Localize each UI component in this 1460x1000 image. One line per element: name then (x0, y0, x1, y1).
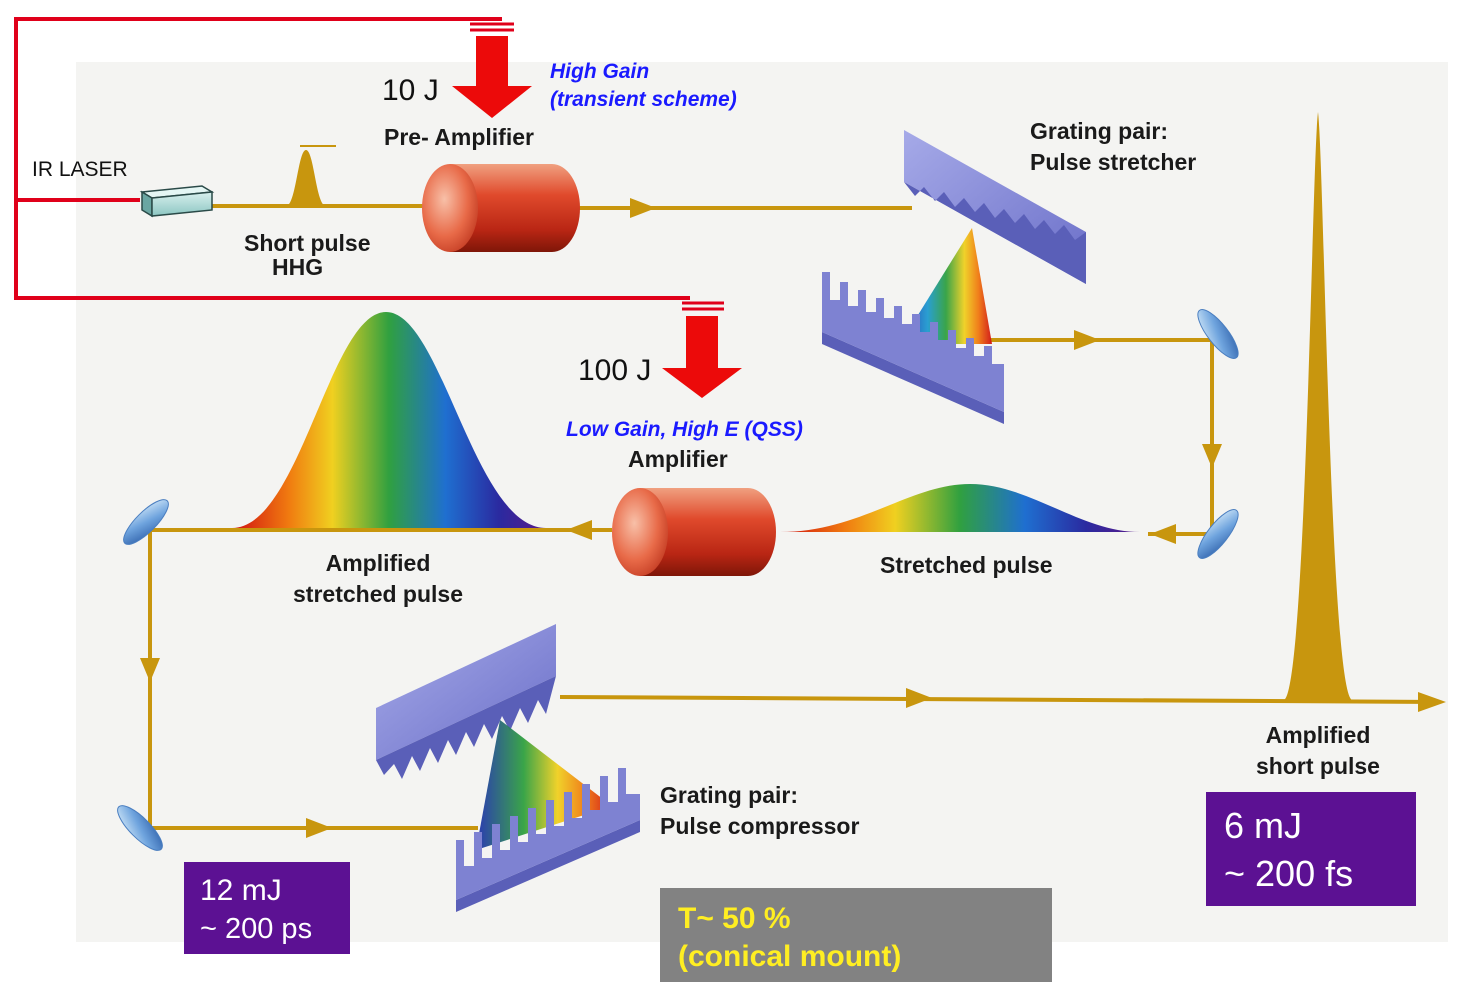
transmission-note: (conical mount) (678, 940, 902, 973)
low-gain-label: Low Gain, High E (QSS) (566, 418, 803, 441)
amplified-stretched-pulse-shape (232, 312, 546, 528)
beam-arrows (140, 198, 1446, 838)
short-pulse-shape (286, 150, 326, 206)
short-pulse-label: Short pulse (244, 230, 371, 256)
stretcher-grating-top (904, 130, 1086, 284)
transmission-value: T~ 50 % (678, 902, 791, 935)
stretched-duration-value: ~ 200 ps (200, 913, 313, 945)
energy-10j-label: 10 J (382, 74, 439, 107)
stretched-energy-box: 12 mJ ~ 200 ps (184, 862, 350, 954)
pulse-compressor-label: Grating pair: Pulse compressor (660, 782, 860, 839)
pump-lines (14, 17, 690, 300)
compressor-grating-top (376, 624, 556, 779)
pre-amplifier-icon (422, 164, 580, 252)
amplified-short-pulse-shape (1284, 112, 1352, 700)
amplified-short-pulse-label: Amplified short pulse (1256, 722, 1380, 779)
stretched-energy-value: 12 mJ (200, 874, 282, 907)
transmission-box: T~ 50 % (conical mount) (660, 888, 1052, 982)
amplifier-icon (612, 488, 776, 576)
pre-amplifier-label: Pre- Amplifier (384, 124, 534, 150)
output-duration-value: ~ 200 fs (1224, 853, 1354, 894)
hhg-label: HHG (272, 254, 324, 280)
stretched-pulse-label: Stretched pulse (880, 552, 1053, 578)
stretched-pulse-shape (780, 484, 1140, 532)
amplified-stretched-pulse-label: Amplified stretched pulse (293, 550, 463, 607)
output-energy-box: 6 mJ ~ 200 fs (1206, 792, 1416, 906)
ir-laser-icon (139, 185, 215, 218)
energy-100j-label: 100 J (578, 354, 652, 387)
stretcher-spectrum-fan (900, 228, 992, 344)
output-energy-value: 6 mJ (1224, 805, 1303, 846)
pump-arrow-10j (452, 36, 532, 118)
pump-line-stubs (470, 22, 724, 311)
amplifier-label: Amplifier (628, 446, 728, 472)
compressor-grating-bottom (456, 768, 640, 912)
ir-laser-label: IR LASER (32, 158, 128, 181)
high-gain-label: High Gain (transient scheme) (550, 60, 737, 111)
pump-arrow-100j (662, 316, 742, 398)
mirror-icons (117, 309, 1239, 851)
beam-paths (148, 204, 1441, 830)
pulse-stretcher-label: Grating pair: Pulse stretcher (1030, 118, 1197, 175)
stretcher-grating-bottom (822, 272, 1004, 424)
